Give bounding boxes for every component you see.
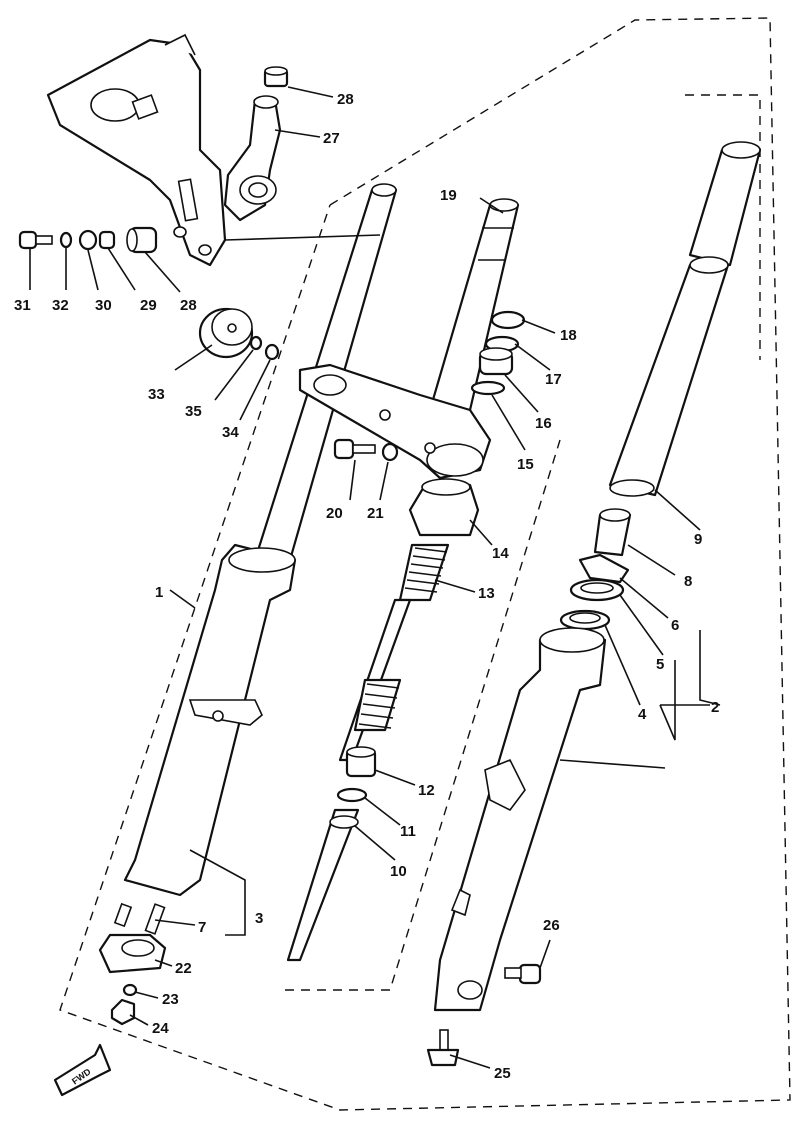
cap-33 <box>198 307 254 359</box>
washer-4 <box>559 609 611 631</box>
callout-31: 31 <box>14 297 31 314</box>
clip-6 <box>578 553 630 584</box>
spacer-29 <box>98 230 116 250</box>
callout-14: 14 <box>492 545 509 562</box>
callout-32: 32 <box>52 297 69 314</box>
callout-27: 27 <box>323 130 340 147</box>
callout-21: 21 <box>367 505 384 522</box>
bolt-25 <box>426 1029 460 1067</box>
callout-12: 12 <box>418 782 435 799</box>
nut-24 <box>110 998 136 1026</box>
grommet-28 <box>126 226 158 254</box>
washer-23 <box>122 983 138 997</box>
callout-34: 34 <box>222 424 239 441</box>
callout-19: 19 <box>440 187 457 204</box>
callout-18: 18 <box>560 327 577 344</box>
damper-boundary <box>285 439 561 991</box>
washer-34 <box>264 343 280 361</box>
cap-18 <box>490 310 526 330</box>
callout-30: 30 <box>95 297 112 314</box>
rod-10 <box>286 808 360 962</box>
bearing-16 <box>478 347 514 376</box>
assembly-boundary <box>59 17 791 1111</box>
axle-holder-22 <box>98 933 167 974</box>
callout-5: 5 <box>656 656 664 673</box>
callout-23: 23 <box>162 991 179 1008</box>
boot-14 <box>408 478 480 537</box>
callout-3: 3 <box>255 910 263 927</box>
callout-4: 4 <box>638 706 647 723</box>
ring-11 <box>336 787 368 803</box>
callout-7: 7 <box>198 919 206 936</box>
callout-25: 25 <box>494 1065 511 1082</box>
lower-bracket <box>298 363 492 480</box>
fork-slider-1 <box>123 543 297 897</box>
callout-labels: 28 27 19 31 32 30 29 28 18 33 17 35 16 3… <box>14 91 719 1082</box>
callout-26: 26 <box>543 917 560 934</box>
callout-22: 22 <box>175 960 192 977</box>
fork-tube-9 <box>608 141 762 497</box>
callout-6: 6 <box>671 617 679 634</box>
fork-spring-13 <box>398 543 450 602</box>
callout-35: 35 <box>185 403 202 420</box>
front-direction-arrow-icon: FWD <box>53 1043 112 1097</box>
callout-28: 28 <box>180 297 197 314</box>
callout-11: 11 <box>400 823 416 840</box>
callout-13: 13 <box>478 585 495 602</box>
drain-bolt-26 <box>504 963 542 985</box>
headlight-bracket <box>46 33 227 267</box>
callout-17: 17 <box>545 371 562 388</box>
callout-15: 15 <box>517 456 534 473</box>
outer-tube-boundary <box>685 94 761 360</box>
washer-30 <box>78 229 98 251</box>
leader-lines <box>29 86 721 1069</box>
callout-2: 2 <box>711 699 719 716</box>
steering-stem-19 <box>428 198 520 412</box>
bolt-20 <box>333 438 376 460</box>
washer-32 <box>59 231 73 249</box>
bracket-27 <box>223 95 282 222</box>
callout-16: 16 <box>535 415 552 432</box>
callout-28-top: 28 <box>337 91 354 108</box>
damper-rod <box>338 598 412 762</box>
grommet-28-top <box>263 66 289 88</box>
washer-35 <box>249 335 263 351</box>
callout-20: 20 <box>326 505 343 522</box>
callout-33: 33 <box>148 386 165 403</box>
piston-12 <box>345 746 377 778</box>
o-ring-15 <box>470 380 506 396</box>
outer-tube-2 <box>433 627 607 1012</box>
stud-7 <box>113 902 166 935</box>
oil-seal-5 <box>569 578 625 602</box>
callout-8: 8 <box>684 573 692 590</box>
spacer-8 <box>593 508 632 557</box>
callout-29: 29 <box>140 297 157 314</box>
callout-24: 24 <box>152 1020 169 1037</box>
callout-10: 10 <box>390 863 407 880</box>
bolt-31 <box>18 230 53 250</box>
washer-21 <box>381 442 399 462</box>
callout-9: 9 <box>694 531 702 548</box>
callout-1: 1 <box>155 584 163 601</box>
